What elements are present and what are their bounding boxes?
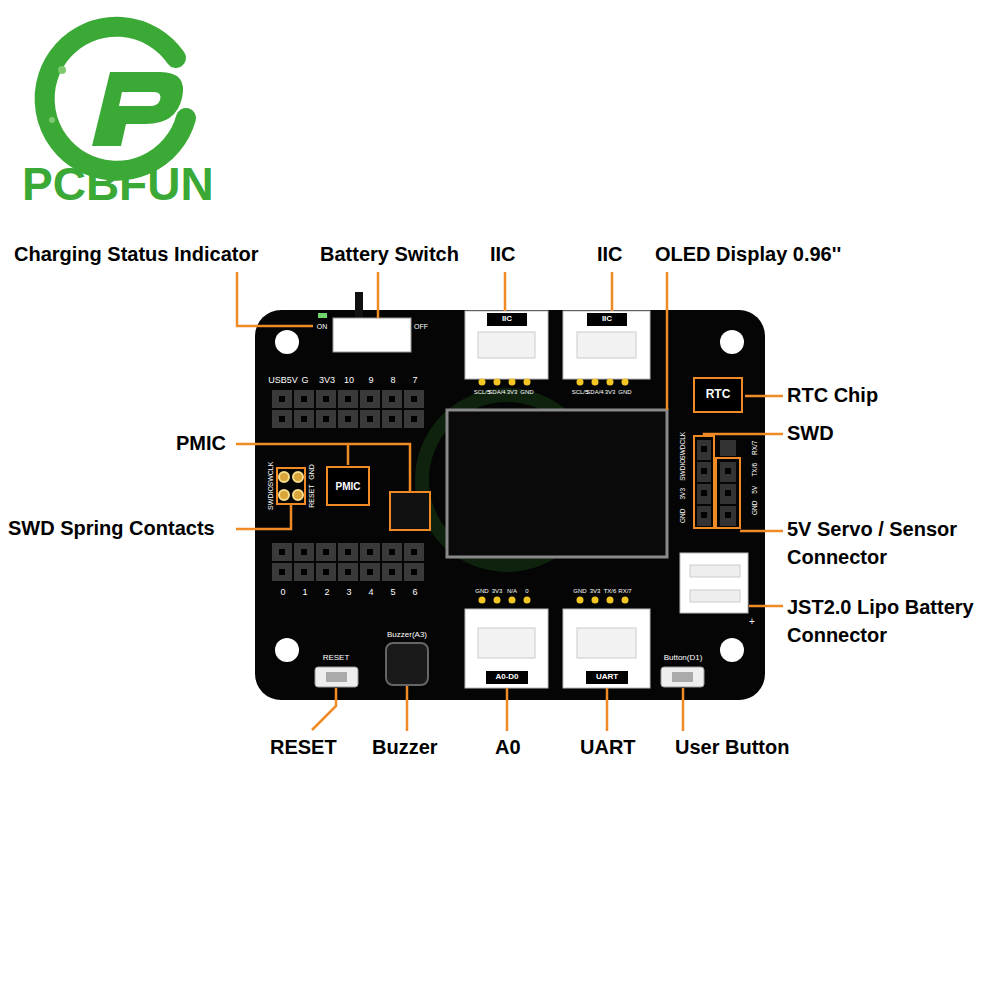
pcb-board <box>255 310 765 700</box>
callout-label: Charging Status Indicator <box>14 243 258 266</box>
pin-headers <box>272 390 424 581</box>
callout-label: RESET <box>270 736 337 759</box>
pin-label: GND <box>679 509 686 523</box>
chip-label: IIC <box>602 315 612 324</box>
bottom-connectors <box>465 609 650 688</box>
callout-label: Battery Switch <box>320 243 459 266</box>
pin-label: GND <box>520 389 533 396</box>
pin-label: 4 <box>368 587 373 597</box>
pin-label: SDA/4 <box>488 389 505 396</box>
pin-label: RX/7 <box>751 441 758 455</box>
callout-label: JST2.0 Lipo Battery Connector <box>787 593 992 649</box>
pin-label: 5 <box>390 587 395 597</box>
pin-label: SWDIO <box>679 459 686 481</box>
pin-label: 0 <box>525 588 528 595</box>
brand-name: PCBFUN <box>22 158 214 211</box>
pin-label: 7 <box>412 375 417 385</box>
chip-label: UART <box>596 673 618 682</box>
pin-label: GND <box>308 464 316 480</box>
leader-lines <box>236 272 783 731</box>
buttons <box>315 667 704 687</box>
pin-label: SCL/5 <box>572 389 589 396</box>
pin-label: OFF <box>414 323 428 331</box>
pin-label: 9 <box>368 375 373 385</box>
pin-label: Button(D1) <box>664 653 703 662</box>
connector-tab: IIC <box>487 313 527 326</box>
pin-label: RESET <box>308 484 316 507</box>
pmic-chip: PMIC <box>326 466 370 506</box>
switch-lever <box>355 292 363 320</box>
pin-label: 3V3 <box>590 588 601 595</box>
pmic-chip <box>390 492 430 530</box>
pin-label: 3V3 <box>319 375 335 385</box>
chip-label: A0-D0 <box>495 673 518 682</box>
pin-label: GND <box>475 588 488 595</box>
connector-tab: IIC <box>587 313 627 326</box>
pin-label: Buzzer(A3) <box>387 630 427 639</box>
pin-label: + <box>749 616 755 628</box>
callout-label: PMIC <box>176 432 226 455</box>
pin-label: 0 <box>280 587 285 597</box>
pin-label: RESET <box>323 653 350 662</box>
callout-label: Buzzer <box>372 736 438 759</box>
pin-label: 6 <box>412 587 417 597</box>
pin-label: 3 <box>346 587 351 597</box>
jst-connector <box>680 553 748 613</box>
pin-label: SWCLK <box>267 462 275 487</box>
callout-label: 5V Servo / Sensor Connector <box>787 515 992 571</box>
callout-label: OLED Display 0.96'' <box>655 243 841 266</box>
chip-label: IIC <box>502 315 512 324</box>
pin-label: SCL/5 <box>474 389 491 396</box>
callout-label: User Button <box>675 736 789 759</box>
logo-mark <box>45 27 186 171</box>
swd-header <box>694 436 740 528</box>
pin-label: SWDCLK <box>679 432 686 460</box>
pin-label: 3V3 <box>492 588 503 595</box>
iic-connectors <box>465 311 650 379</box>
pin-label: 1 <box>302 587 307 597</box>
buzzer <box>386 643 428 685</box>
rtc-chip: RTC <box>693 377 743 413</box>
callout-label: SWD <box>787 422 834 445</box>
callout-label: A0 <box>495 736 521 759</box>
pin-label: 5V <box>751 486 758 494</box>
pin-label: GND <box>573 588 586 595</box>
pin-label: G <box>301 375 308 385</box>
pin-label: 3V3 <box>605 389 616 396</box>
pin-label: USB5V <box>268 375 298 385</box>
pin-label: 3V3 <box>679 488 686 500</box>
connector-tab: A0-D0 <box>486 671 528 684</box>
pin-label: 3V3 <box>507 389 518 396</box>
pin-label: SWDIO <box>267 486 275 510</box>
pin-label: TX/6 <box>604 588 617 595</box>
pin-label: 10 <box>344 375 354 385</box>
callout-label: IIC <box>490 243 516 266</box>
callout-label: SWD Spring Contacts <box>8 517 215 540</box>
pin-label: 2 <box>324 587 329 597</box>
pin-label: GND <box>751 501 758 515</box>
charging-led <box>318 313 327 318</box>
pin-label: TX/6 <box>751 463 758 477</box>
connector-tab: UART <box>586 671 628 684</box>
pin-label: SDA/4 <box>586 389 603 396</box>
pin-label: N/A <box>507 588 517 595</box>
oled-display <box>447 410 667 557</box>
callout-label: RTC Chip <box>787 384 878 407</box>
spring-contacts <box>277 468 305 504</box>
callout-label: UART <box>580 736 636 759</box>
callout-label: IIC <box>597 243 623 266</box>
pin-label: GND <box>618 389 631 396</box>
pin-label: RX/7 <box>618 588 631 595</box>
battery-switch <box>333 318 411 352</box>
pin-label: ON <box>317 323 328 331</box>
pin-label: 8 <box>390 375 395 385</box>
chip-label: RTC <box>706 388 731 401</box>
chip-label: PMIC <box>336 481 361 492</box>
